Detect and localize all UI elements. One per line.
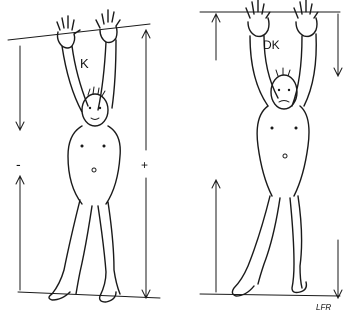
left-figure-left-leg xyxy=(49,200,92,300)
right-figure-right-hand xyxy=(294,0,318,36)
right-figure-right-arm xyxy=(292,34,316,106)
left-plus-sign: + xyxy=(141,158,148,172)
left-minus-sign: - xyxy=(16,156,21,172)
left-figure-right-hand xyxy=(96,10,120,43)
right-left-arrow xyxy=(212,14,220,292)
right-bottom-reference-line xyxy=(200,294,340,296)
left-figure-head xyxy=(82,94,108,126)
artist-signature: LFR xyxy=(316,303,331,312)
right-figure-left-hand xyxy=(246,0,270,36)
left-figure-right-leg xyxy=(98,202,120,302)
left-top-reference-line xyxy=(8,24,150,40)
left-figure-torso xyxy=(68,126,120,204)
left-figure-right-arm xyxy=(98,40,116,110)
right-figure-label: DK xyxy=(263,38,280,52)
right-figure-right-leg xyxy=(290,196,306,293)
left-figure-label: K xyxy=(80,56,89,71)
left-bottom-reference-line xyxy=(18,292,160,298)
right-figure-torso xyxy=(257,106,309,196)
left-figure-left-hand xyxy=(57,16,80,48)
left-figure xyxy=(8,10,160,302)
right-figure-left-leg xyxy=(232,196,280,296)
right-right-arrow xyxy=(334,14,342,298)
